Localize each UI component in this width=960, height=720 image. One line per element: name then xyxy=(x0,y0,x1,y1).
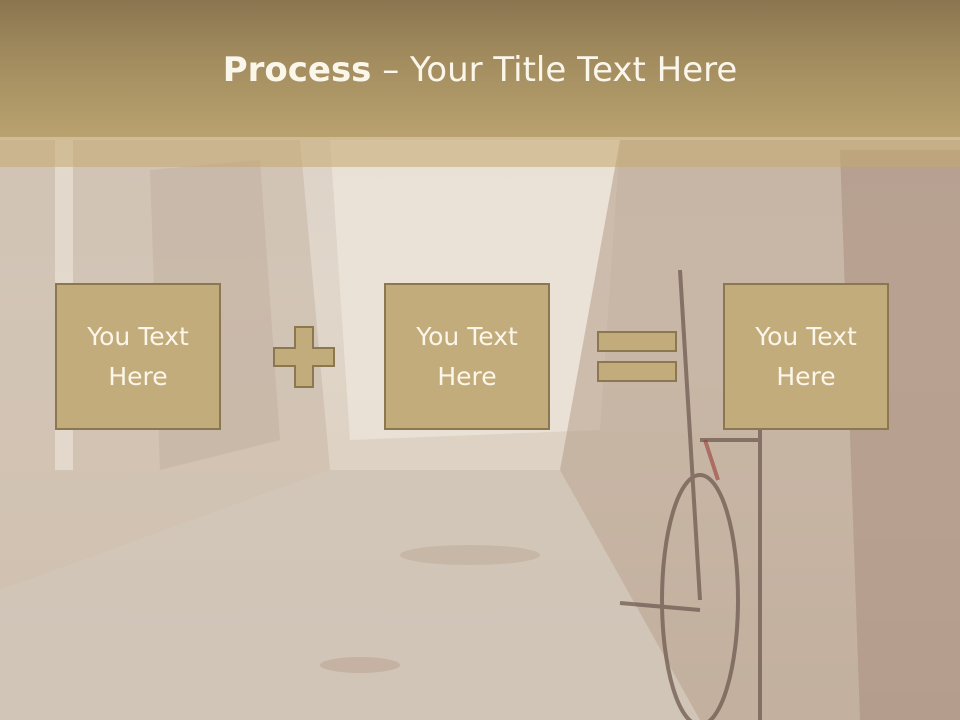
title-bar-shadow-band xyxy=(0,137,960,167)
title-rest: – Your Title Text Here xyxy=(371,50,738,90)
equals-icon xyxy=(597,331,677,382)
plus-icon xyxy=(273,326,335,388)
text-box-1-label: You Text Here xyxy=(87,321,189,391)
text-box-3[interactable]: You Text Here xyxy=(723,283,889,430)
slide-title: Process – Your Title Text Here xyxy=(0,50,960,90)
text-box-1[interactable]: You Text Here xyxy=(55,283,221,430)
text-box-3-label: You Text Here xyxy=(755,321,857,391)
text-box-2-label: You Text Here xyxy=(416,321,518,391)
title-bar xyxy=(0,0,960,137)
title-bold: Process xyxy=(222,50,372,90)
text-box-2[interactable]: You Text Here xyxy=(384,283,550,430)
